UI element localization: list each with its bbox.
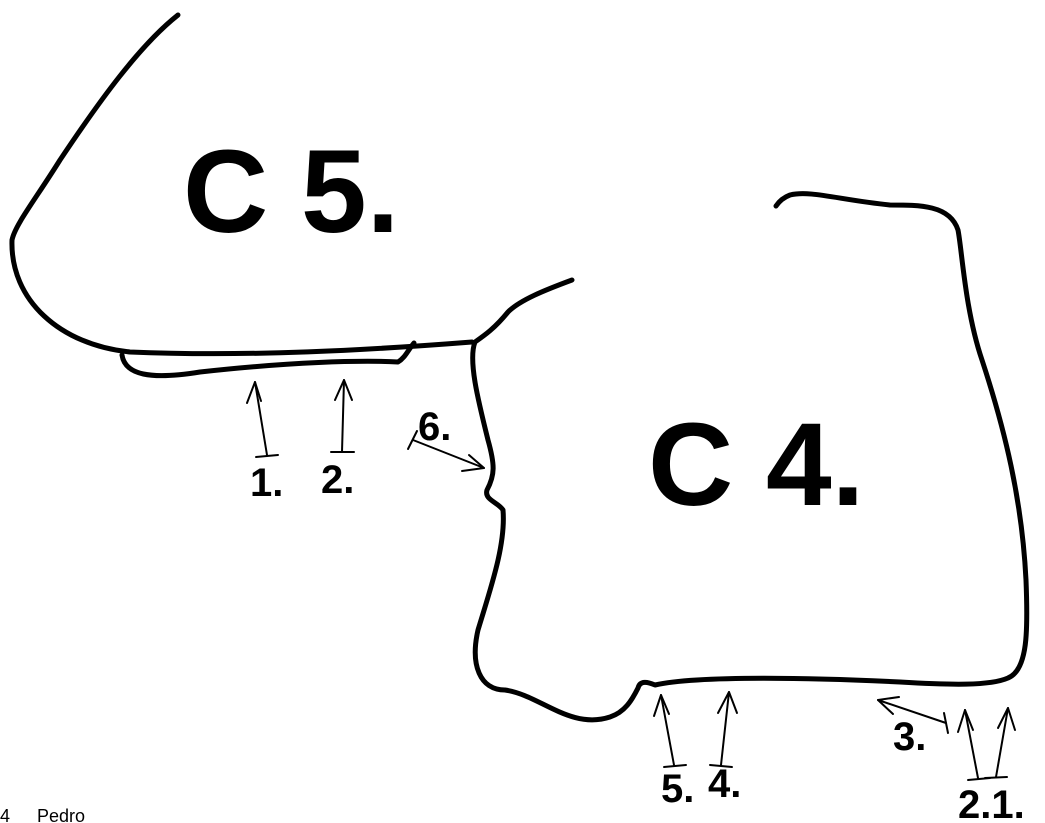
arrow-2 bbox=[330, 379, 355, 453]
marker-6: 6. bbox=[418, 405, 451, 449]
c5-label: C 5. bbox=[183, 126, 399, 258]
marker-3: 3. bbox=[893, 715, 926, 759]
arrow-3 bbox=[877, 696, 949, 734]
arrow-1 bbox=[246, 381, 279, 458]
footer-name: Pedro bbox=[37, 806, 85, 823]
marker-4: 4. bbox=[708, 762, 741, 806]
marker-5: 5. bbox=[661, 767, 694, 811]
marker-2-1: 2.1. bbox=[958, 783, 1025, 823]
arrow-4 bbox=[709, 691, 738, 768]
c4-outline bbox=[470, 191, 1030, 723]
footer-number: 4 bbox=[0, 806, 10, 823]
c5-lower-lip bbox=[119, 340, 417, 379]
marker-1: 1. bbox=[250, 461, 283, 505]
marker-2: 2. bbox=[321, 458, 354, 502]
c5-outline bbox=[9, 12, 475, 357]
arrow-2-1-right bbox=[984, 707, 1016, 779]
arrow-5 bbox=[653, 694, 687, 768]
c4-label: C 4. bbox=[648, 399, 864, 531]
arrow-2-1-left bbox=[957, 709, 991, 781]
arrow-6 bbox=[407, 430, 485, 472]
